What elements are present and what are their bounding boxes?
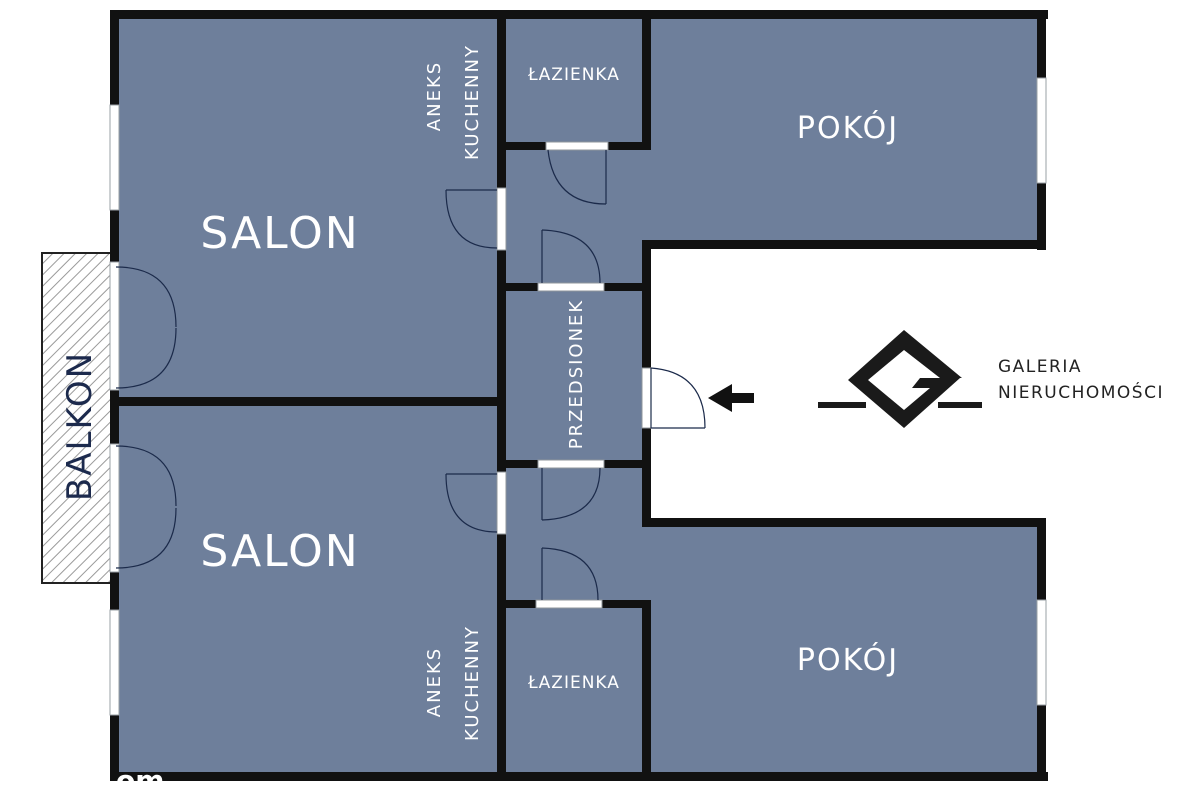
salon-bottom-label: SALON [200, 526, 359, 577]
aneks-bottom-label-line2: KUCHENNY [462, 625, 483, 741]
brand-name-line2: NIERUCHOMOŚCI [998, 381, 1164, 403]
balcony [41, 252, 117, 584]
lazienka-top-label: ŁAZIENKA [527, 65, 620, 85]
balkon-label: BALKON [60, 351, 100, 501]
entrance-arrow-icon [708, 384, 754, 412]
pokoj-top-label: POKÓJ [797, 109, 899, 146]
windows [109, 77, 1047, 716]
aneks-top-label-line1: ANEKS [424, 61, 445, 131]
salon-top-label: SALON [200, 208, 359, 259]
pokoj-bottom-label: POKÓJ [797, 641, 899, 678]
brand-g-logo-icon [818, 330, 982, 428]
room-fills [116, 12, 1042, 776]
brand-name-line1: GALERIA [998, 357, 1082, 377]
lazienka-bottom-label: ŁAZIENKA [527, 673, 620, 693]
watermark: om [116, 764, 164, 797]
doors [115, 141, 706, 609]
brand-logo: GALERIA NIERUCHOMOŚCI [818, 330, 1164, 428]
aneks-top-label-line2: KUCHENNY [462, 44, 483, 160]
przedsionek-label: PRZEDSIONEK [566, 299, 587, 449]
aneks-bottom-label-line1: ANEKS [424, 647, 445, 717]
